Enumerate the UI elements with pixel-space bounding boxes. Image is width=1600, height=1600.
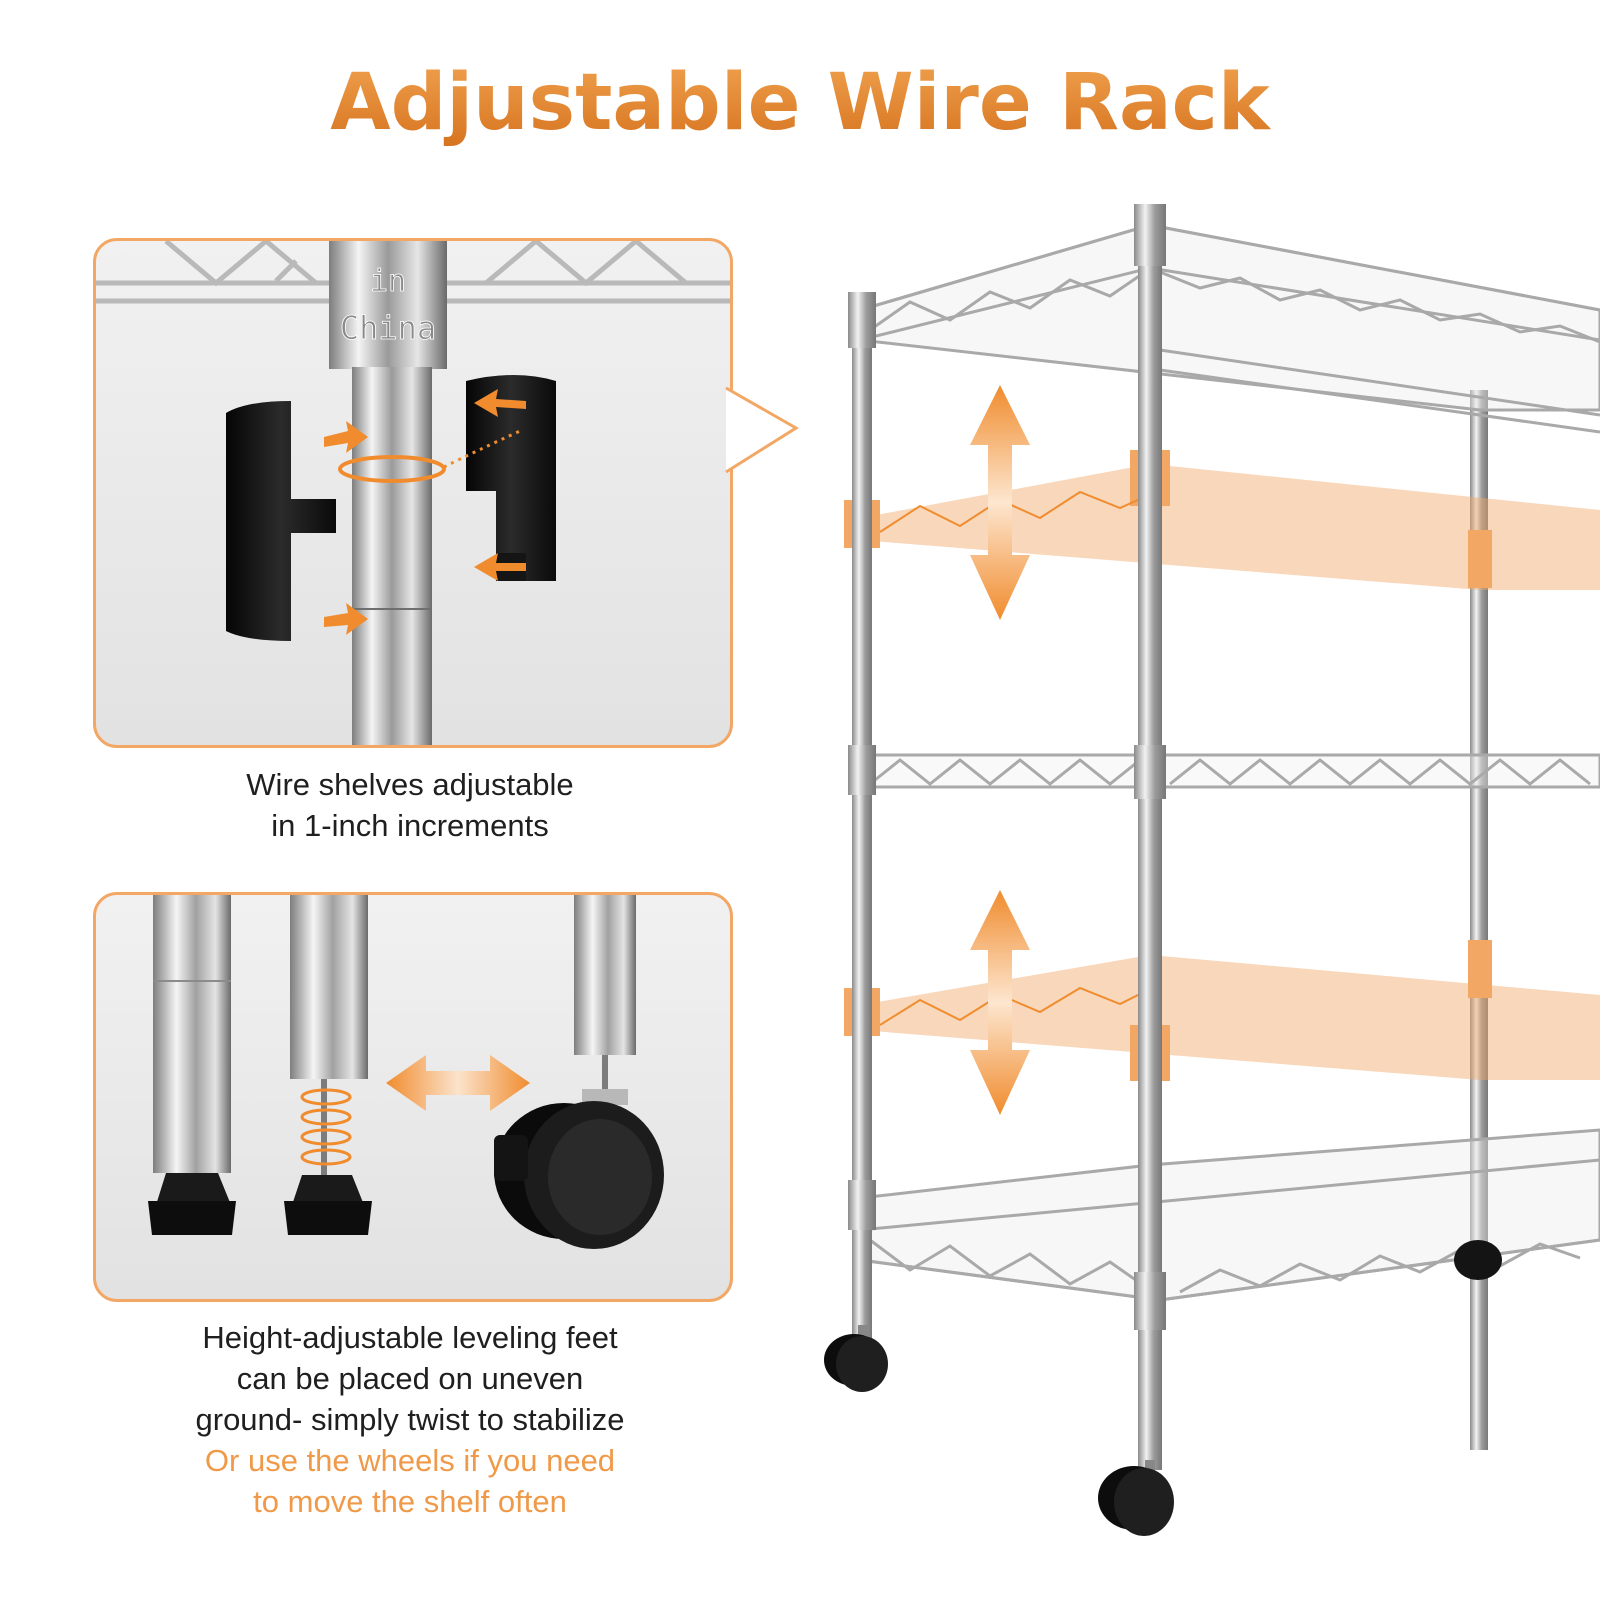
- caption-shelves-line-2: in 1-inch increments: [271, 808, 549, 843]
- pole-sleeve: [329, 241, 447, 369]
- highlighted-shelf-lower: [844, 940, 1600, 1081]
- caption-feet-line-2: can be placed on uneven: [236, 1361, 584, 1396]
- up-down-arrow-icon: [970, 385, 1030, 620]
- leveling-foot-2: [284, 1201, 372, 1235]
- left-clip-half: [226, 401, 336, 641]
- middle-shelf: [858, 753, 1600, 789]
- feet-detail-panel: [93, 892, 733, 1302]
- groove-ring: [338, 455, 446, 483]
- clip-detail-illustration: in China: [96, 241, 730, 745]
- callout-pointer: [725, 386, 799, 474]
- page-title: Adjustable Wire Rack: [0, 58, 1600, 148]
- clip-detail-panel: in China: [93, 238, 733, 748]
- rack-front-center-pole: [1138, 210, 1162, 1470]
- insert-arrows: [324, 389, 526, 635]
- caster-wheel-icon: [494, 1101, 664, 1249]
- pole-engraving-in: in: [370, 264, 406, 299]
- caster-wheel-front-center: [1098, 1460, 1174, 1536]
- caption-shelves-line-1: Wire shelves adjustable: [246, 767, 574, 802]
- caption-feet-line-4: Or use the wheels if you need: [204, 1443, 616, 1478]
- caption-feet: Height-adjustable leveling feet can be p…: [110, 1317, 710, 1522]
- caption-shelves: Wire shelves adjustable in 1-inch increm…: [110, 764, 710, 846]
- left-right-arrow-icon: [386, 1055, 530, 1111]
- rack-front-left-pole: [852, 295, 872, 1340]
- caster-wheel-back: [1454, 1240, 1502, 1280]
- feet-detail-illustration: [148, 895, 664, 1249]
- wire-rack-illustration: [824, 204, 1600, 1536]
- chrome-pole: [352, 367, 432, 745]
- caption-feet-line-3: ground- simply twist to stabilize: [195, 1402, 625, 1437]
- right-clip-half: [466, 375, 556, 581]
- up-down-arrow-icon-lower: [970, 890, 1030, 1115]
- leg-pole-2: [290, 895, 368, 1079]
- spring-coil: [300, 1088, 352, 1166]
- leg-pole-1: [153, 895, 231, 1173]
- leveling-foot-1: [148, 1201, 236, 1235]
- caption-feet-line-5: to move the shelf often: [253, 1484, 567, 1519]
- caster-pole: [574, 895, 636, 1055]
- top-shelf: [858, 223, 1600, 434]
- caster-wheel-front-left: [824, 1325, 888, 1392]
- caption-feet-line-1: Height-adjustable leveling feet: [202, 1320, 618, 1355]
- pole-engraving-china: China: [340, 309, 436, 347]
- rack-back-pole: [1470, 390, 1488, 1450]
